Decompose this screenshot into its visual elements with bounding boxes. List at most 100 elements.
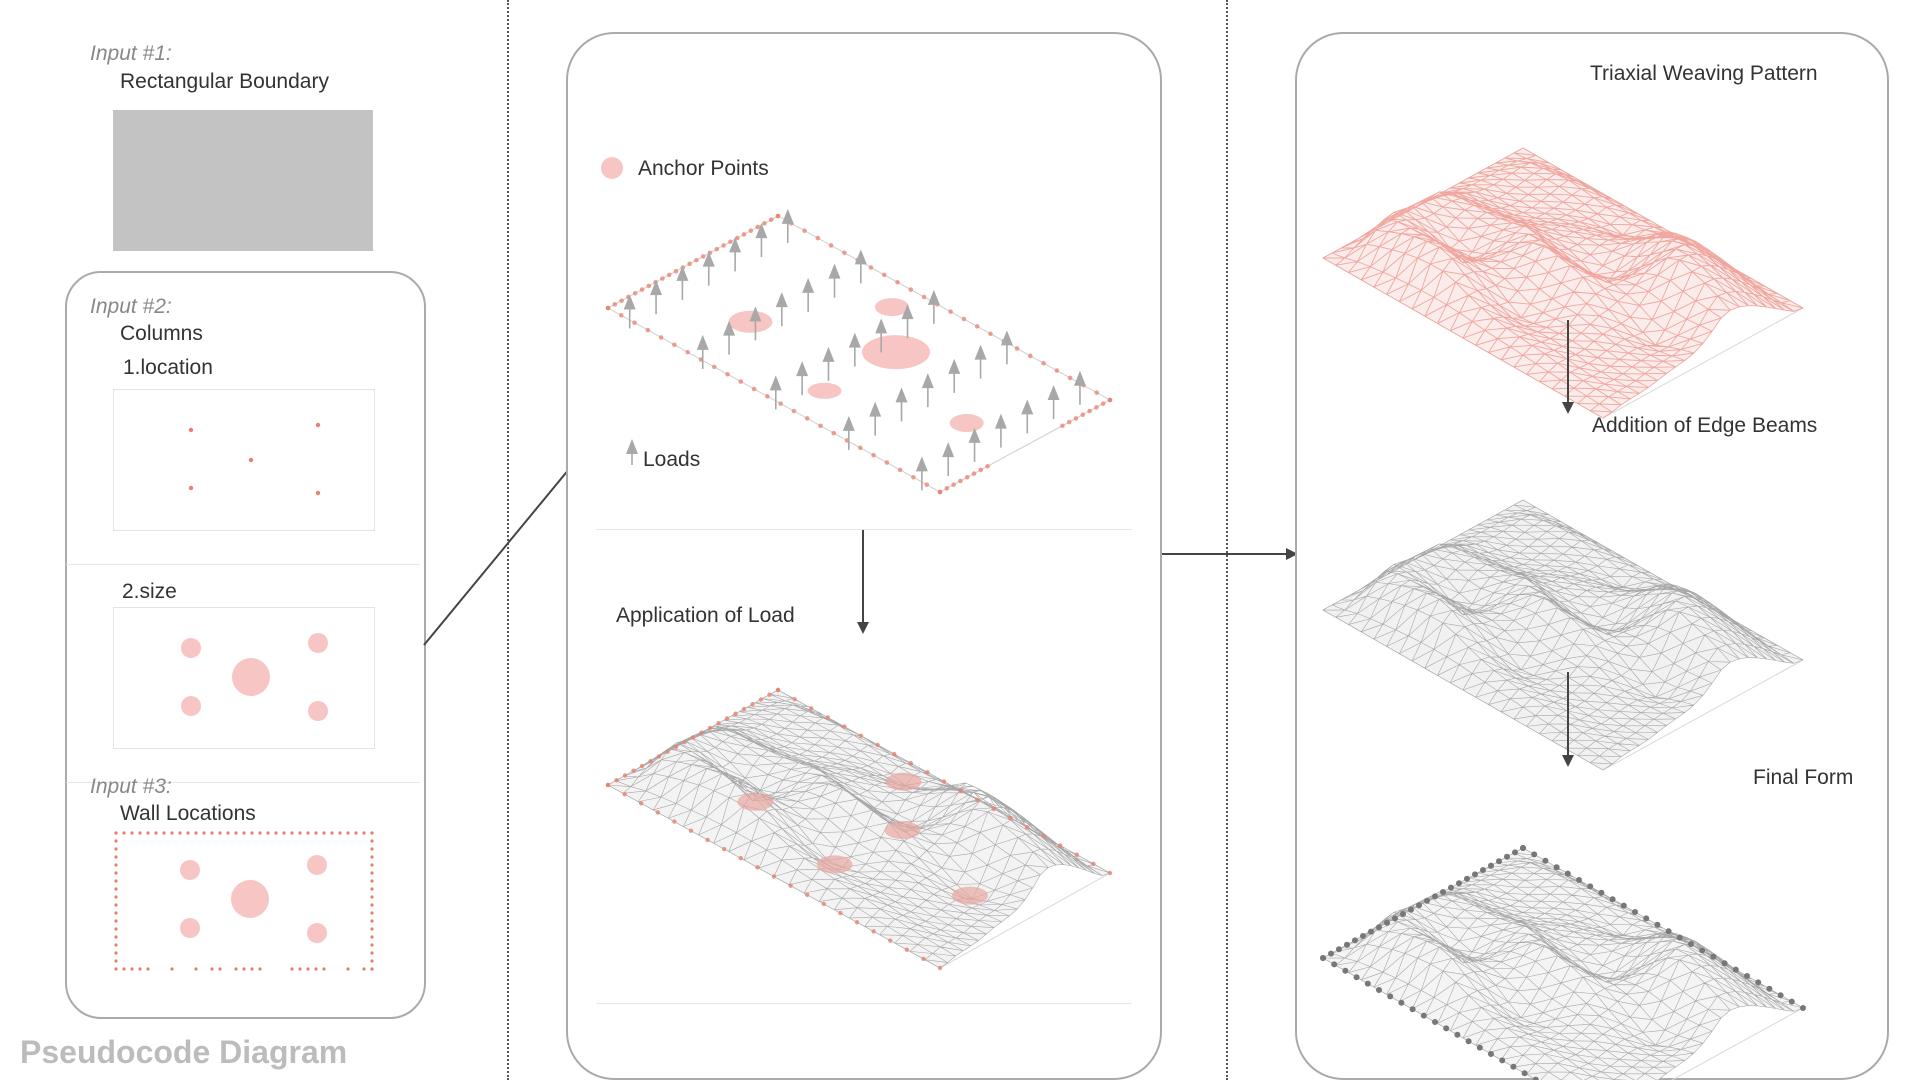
column-size-box: [113, 607, 375, 749]
wall-point: [370, 967, 373, 970]
wall-point: [114, 831, 117, 834]
middle-separator-2: [596, 1003, 1132, 1004]
column-circle: [308, 701, 328, 721]
triaxial-label: Triaxial Weaving Pattern: [1590, 62, 1818, 86]
wall-point: [250, 831, 253, 834]
wall-point: [114, 871, 117, 874]
wall-point: [370, 943, 373, 946]
wall-point: [226, 831, 229, 834]
wall-point: [138, 831, 141, 834]
wall-point: [370, 879, 373, 882]
wall-point: [266, 831, 269, 834]
wall-point: [194, 831, 197, 834]
wall-point: [114, 959, 117, 962]
wall-point: [370, 863, 373, 866]
wall-point: [370, 935, 373, 938]
wall-point: [258, 831, 261, 834]
wall-point: [210, 967, 213, 970]
input2-label: Columns: [120, 322, 203, 346]
wall-point: [162, 831, 165, 834]
wall-point: [218, 831, 221, 834]
input1-tag: Input #1:: [90, 42, 172, 66]
wall-point: [370, 887, 373, 890]
wall-point: [258, 967, 261, 970]
edge-beams-label: Addition of Edge Beams: [1592, 414, 1817, 438]
wall-point: [306, 967, 309, 970]
anchor-point-swatch: [601, 157, 623, 179]
input3-tag: Input #3:: [90, 775, 172, 799]
wall-point: [362, 967, 365, 970]
wall-point: [346, 967, 349, 970]
wall-locations-graphic: [113, 830, 375, 972]
wall-point: [298, 831, 301, 834]
wall-point: [242, 967, 245, 970]
column-circle: [231, 880, 269, 918]
column-circle: [180, 918, 200, 938]
column-circle: [181, 696, 201, 716]
wall-point: [370, 847, 373, 850]
wall-point: [122, 967, 125, 970]
wall-point: [370, 855, 373, 858]
wall-point: [234, 831, 237, 834]
input3-label: Wall Locations: [120, 802, 256, 826]
wall-point: [138, 967, 141, 970]
application-label: Application of Load: [616, 604, 795, 628]
wall-point: [354, 831, 357, 834]
column-circle: [180, 860, 200, 880]
loads-label: Loads: [643, 448, 700, 472]
divider-left: [507, 0, 509, 1080]
wall-point: [298, 967, 301, 970]
column-circle: [308, 633, 328, 653]
wall-point: [282, 831, 285, 834]
middle-panel: [566, 32, 1162, 1080]
location-label: 1.location: [123, 356, 213, 380]
wall-point: [114, 943, 117, 946]
wall-point: [370, 911, 373, 914]
wall-point: [234, 967, 237, 970]
wall-point: [314, 831, 317, 834]
column-location-dots: [114, 390, 374, 530]
wall-point: [370, 839, 373, 842]
wall-point: [370, 927, 373, 930]
wall-point: [370, 831, 373, 834]
wall-point: [218, 967, 221, 970]
wall-point: [274, 831, 277, 834]
wall-point: [114, 895, 117, 898]
wall-point: [186, 831, 189, 834]
wall-point: [114, 927, 117, 930]
diagram-title: Pseudocode Diagram: [20, 1034, 347, 1071]
wall-point: [170, 967, 173, 970]
wall-point: [322, 967, 325, 970]
column-point: [316, 491, 320, 495]
wall-point: [322, 831, 325, 834]
column-circle: [232, 658, 270, 696]
column-point: [189, 486, 193, 490]
wall-point: [114, 919, 117, 922]
wall-point: [338, 831, 341, 834]
wall-point: [370, 903, 373, 906]
wall-point: [170, 831, 173, 834]
wall-point: [330, 831, 333, 834]
wall-point: [210, 831, 213, 834]
wall-point: [290, 967, 293, 970]
wall-point: [178, 831, 181, 834]
wall-point: [114, 839, 117, 842]
wall-point: [114, 935, 117, 938]
wall-locations-box: [113, 830, 375, 972]
column-point: [189, 428, 193, 432]
divider-right: [1226, 0, 1228, 1080]
wall-point: [146, 831, 149, 834]
middle-separator-1: [596, 529, 1132, 530]
anchor-legend-label: Anchor Points: [638, 157, 769, 181]
size-label: 2.size: [122, 580, 177, 604]
wall-point: [370, 871, 373, 874]
wall-point: [154, 831, 157, 834]
wall-point: [362, 831, 365, 834]
column-point: [249, 458, 253, 462]
column-location-box: [113, 389, 375, 531]
wall-point: [114, 847, 117, 850]
left-separator-1: [66, 564, 420, 565]
wall-point: [370, 919, 373, 922]
wall-point: [146, 967, 149, 970]
column-point: [316, 423, 320, 427]
